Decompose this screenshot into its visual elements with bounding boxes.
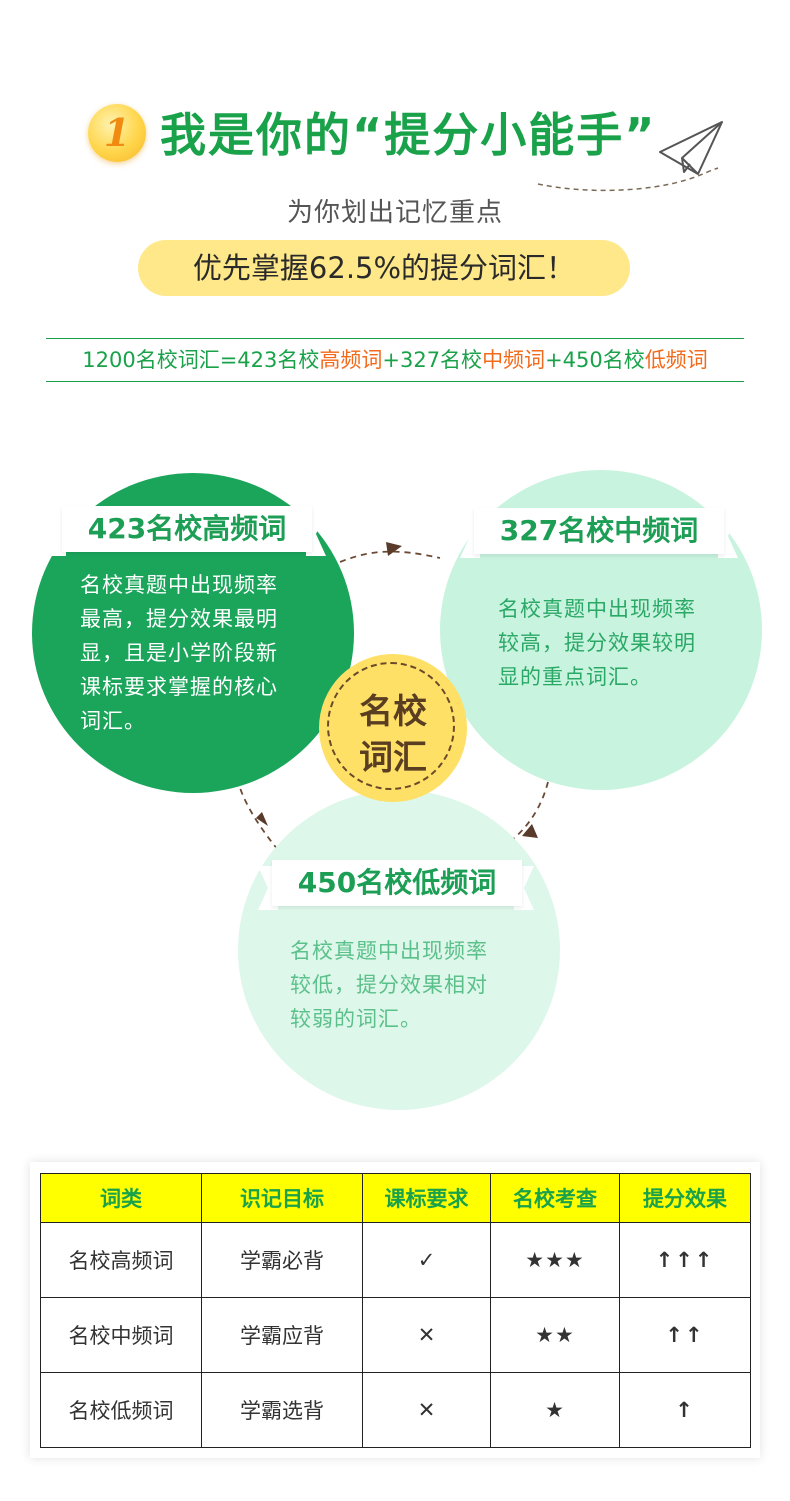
vocab-formula: 1200名校词汇=423名校高频词+327名校中频词+450名校低频词 <box>46 338 744 382</box>
ribbon-tail-left <box>46 512 66 556</box>
page-title: 我是你的“提分小能手” <box>160 108 657 162</box>
desc-line: 名校真题中出现频率 <box>290 939 488 963</box>
desc-line: 名校真题中出现频率 <box>80 573 278 597</box>
table-row: 名校低频词 学霸选背 ✕ ★ ↑ <box>40 1372 751 1448</box>
high-frequency-desc: 名校真题中出现频率 最高，提分效果最明 显，且是小学阶段新 课标要求掌握的核心 … <box>80 568 340 738</box>
center-label-line-1: 名校 <box>359 692 427 732</box>
formula-part-1: 1200名校词汇=423名校 <box>82 348 320 372</box>
flight-path-line <box>537 167 719 192</box>
center-label-line-2: 词汇 <box>359 738 427 778</box>
star-rating: ★★ <box>490 1297 620 1373</box>
mid-frequency-desc: 名校真题中出现频率 较高，提分效果较明 显的重点词汇。 <box>498 592 738 694</box>
cross-icon: ✕ <box>362 1372 491 1448</box>
desc-line: 词汇。 <box>80 709 146 733</box>
desc-line: 显的重点词汇。 <box>498 665 652 689</box>
desc-line: 显，且是小学阶段新 <box>80 641 278 665</box>
table-row: 名校中频词 学霸应背 ✕ ★★ ↑↑ <box>40 1297 751 1373</box>
formula-part-2: +327名校 <box>382 348 483 372</box>
badge-number: 1 <box>103 110 131 155</box>
dashed-ring <box>327 662 455 790</box>
star-rating: ★★★ <box>490 1222 620 1298</box>
mid-frequency-title: 327名校中频词 <box>474 508 724 554</box>
check-icon: ✓ <box>362 1222 491 1298</box>
table-cell: 名校中频词 <box>40 1297 202 1373</box>
cross-icon: ✕ <box>362 1297 491 1373</box>
formula-low: 低频词 <box>644 348 708 372</box>
up-arrow-icon: ↑ <box>619 1372 751 1448</box>
low-frequency-circle <box>238 790 560 1110</box>
low-frequency-desc: 名校真题中出现频率 较低，提分效果相对 较弱的词汇。 <box>290 934 530 1036</box>
up-arrow-icon: ↑↑↑ <box>619 1222 751 1298</box>
high-frequency-title: 423名校高频词 <box>62 506 312 552</box>
cycle-arrows <box>239 542 549 851</box>
vocab-table: 词类 识记目标 课标要求 名校考查 提分效果 名校高频词 学霸必背 ✓ ★★★ … <box>40 1173 751 1448</box>
number-badge: 1 <box>88 104 146 162</box>
low-frequency-title: 450名校低频词 <box>272 860 522 906</box>
desc-line: 较高，提分效果较明 <box>498 631 696 655</box>
formula-mid: 中频词 <box>482 348 546 372</box>
paper-plane-icon <box>659 121 723 175</box>
desc-line: 较弱的词汇。 <box>290 1007 422 1031</box>
header-cell: 提分效果 <box>619 1173 751 1223</box>
table-cell: 学霸应背 <box>201 1297 363 1373</box>
up-arrow-icon: ↑↑ <box>619 1297 751 1373</box>
desc-line: 最高，提分效果最明 <box>80 607 278 631</box>
header-cell: 识记目标 <box>201 1173 363 1223</box>
star-rating: ★ <box>490 1372 620 1448</box>
table-cell: 学霸选背 <box>201 1372 363 1448</box>
table-row: 名校高频词 学霸必背 ✓ ★★★ ↑↑↑ <box>40 1222 751 1298</box>
header-cell: 课标要求 <box>362 1173 491 1223</box>
desc-line: 课标要求掌握的核心 <box>80 675 278 699</box>
table-cell: 名校低频词 <box>40 1372 202 1448</box>
subtitle: 为你划出记忆重点 <box>286 198 503 228</box>
desc-line: 较低，提分效果相对 <box>290 973 488 997</box>
formula-part-3: +450名校 <box>545 348 645 372</box>
header-cell: 名校考查 <box>490 1173 620 1223</box>
highlight-pill: 优先掌握62.5%的提分词汇！ <box>138 240 630 296</box>
table-cell: 名校高频词 <box>40 1222 202 1298</box>
table-header-row: 词类 识记目标 课标要求 名校考查 提分效果 <box>40 1173 751 1223</box>
desc-line: 名校真题中出现频率 <box>498 597 696 621</box>
header-cell: 词类 <box>40 1173 202 1223</box>
formula-high: 高频词 <box>319 348 383 372</box>
table-cell: 学霸必背 <box>201 1222 363 1298</box>
center-vocab-badge: 名校 词汇 <box>319 654 467 802</box>
